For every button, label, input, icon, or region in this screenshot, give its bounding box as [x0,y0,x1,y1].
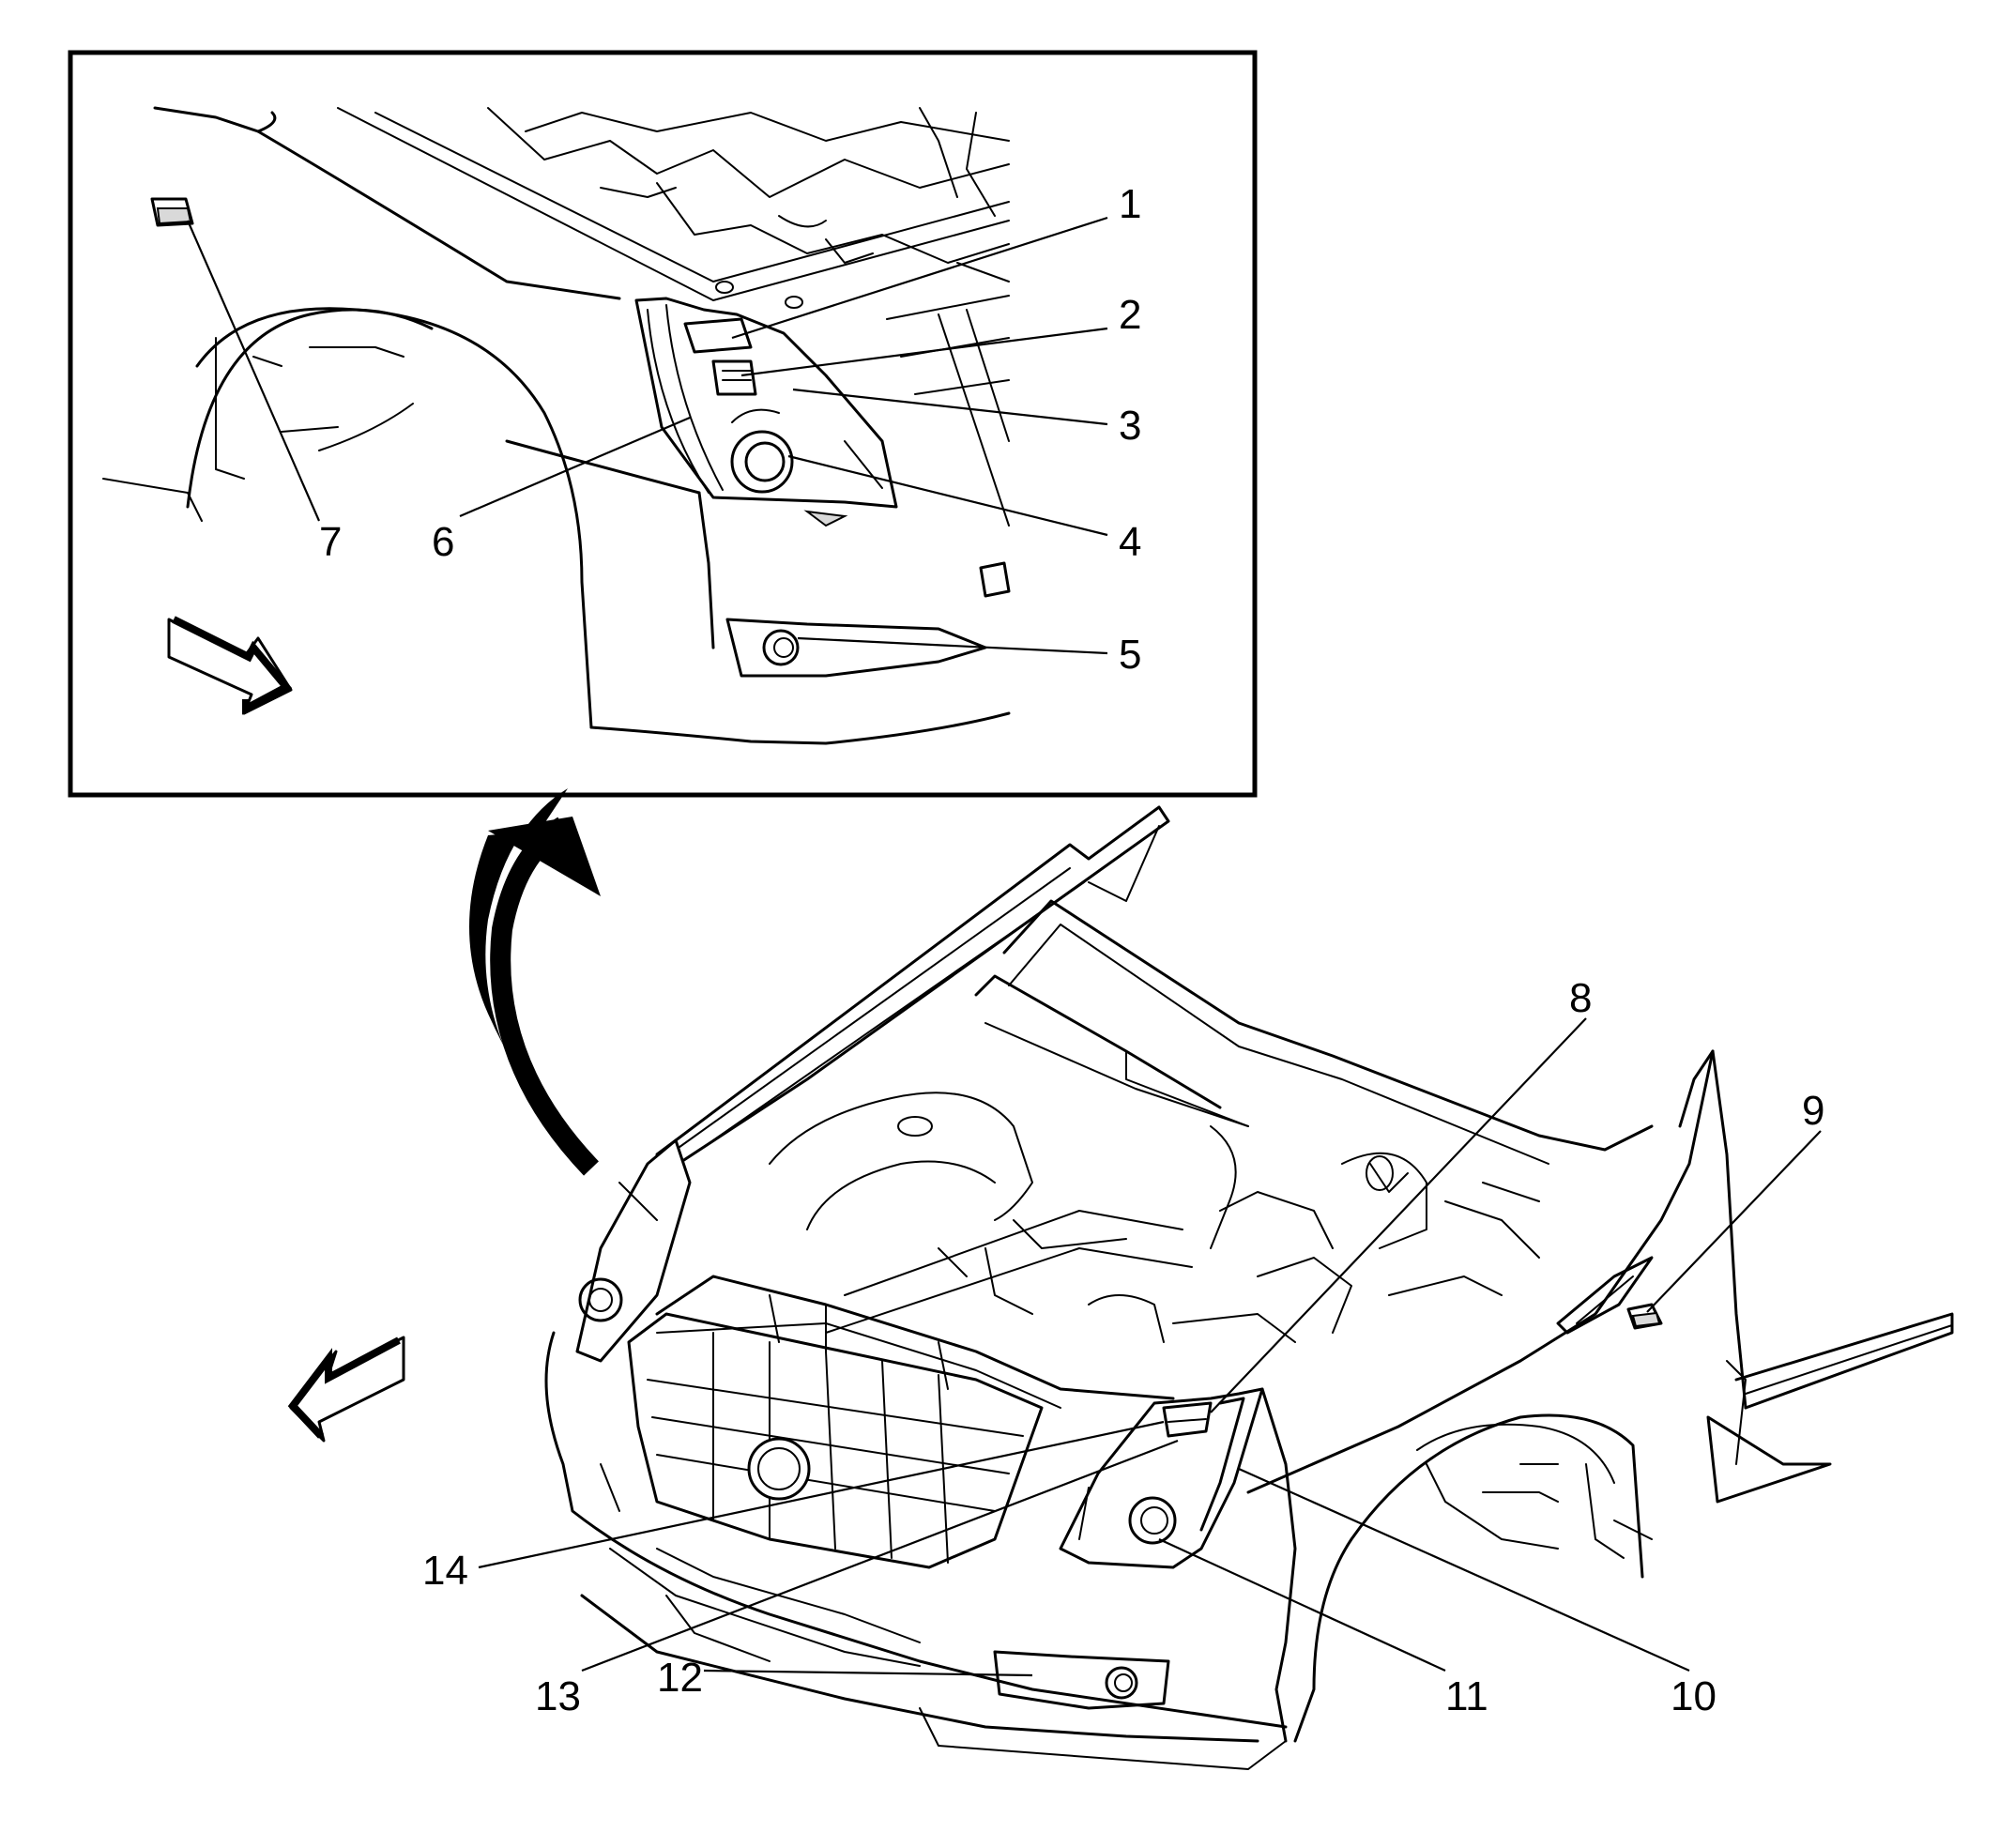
callout-6: 6 [432,519,454,565]
callout-14: 14 [422,1548,468,1594]
forward-arrow-icon [167,616,293,715]
callout-5: 5 [1119,632,1141,678]
engine-compartment [769,1092,1540,1343]
open-hood [655,805,1170,1170]
callout-8: 8 [1569,975,1592,1021]
inset-fender [153,106,1011,745]
front-bumper [544,1331,1288,1770]
detail-inset: 1 2 3 4 5 6 7 [68,50,1258,798]
callout-3: 3 [1119,403,1141,449]
inset-fog-lamp [725,618,987,678]
grille [627,1312,1044,1569]
inset-side-marker [150,197,194,227]
vehicle-main-view: 8 9 10 11 12 13 14 [287,805,1954,1770]
rocker-panel [1706,1312,1954,1504]
left-headlamp [575,1138,692,1363]
radiator-support [655,1275,1175,1409]
inset-headlamp [634,297,898,527]
callout-12: 12 [657,1655,703,1701]
inset-bumper-tab [979,561,1011,598]
side-marker [1626,1303,1663,1330]
right-fog-lamp [993,1650,1170,1710]
callout-13: 13 [535,1673,581,1719]
callout-10: 10 [1671,1673,1717,1719]
callout-9: 9 [1802,1088,1824,1134]
forward-arrow-icon [287,1336,405,1443]
right-headlamp [1059,1387,1264,1569]
main-leaders [478,1017,1822,1677]
curved-arrow-shaft [490,817,599,1176]
callout-1: 1 [1119,181,1141,227]
right-wheelwell [1416,1423,1653,1559]
inset-leaders [186,216,1108,655]
callout-4: 4 [1119,519,1141,565]
inset-engine-bay [337,107,1010,309]
cowl [974,899,1654,1165]
callout-11: 11 [1445,1673,1488,1719]
curved-arrow-head [488,817,601,896]
right-fender [1246,1049,1747,1743]
callout-2: 2 [1119,292,1141,338]
callout-7: 7 [319,519,342,565]
inset-wheelwell [102,308,434,522]
